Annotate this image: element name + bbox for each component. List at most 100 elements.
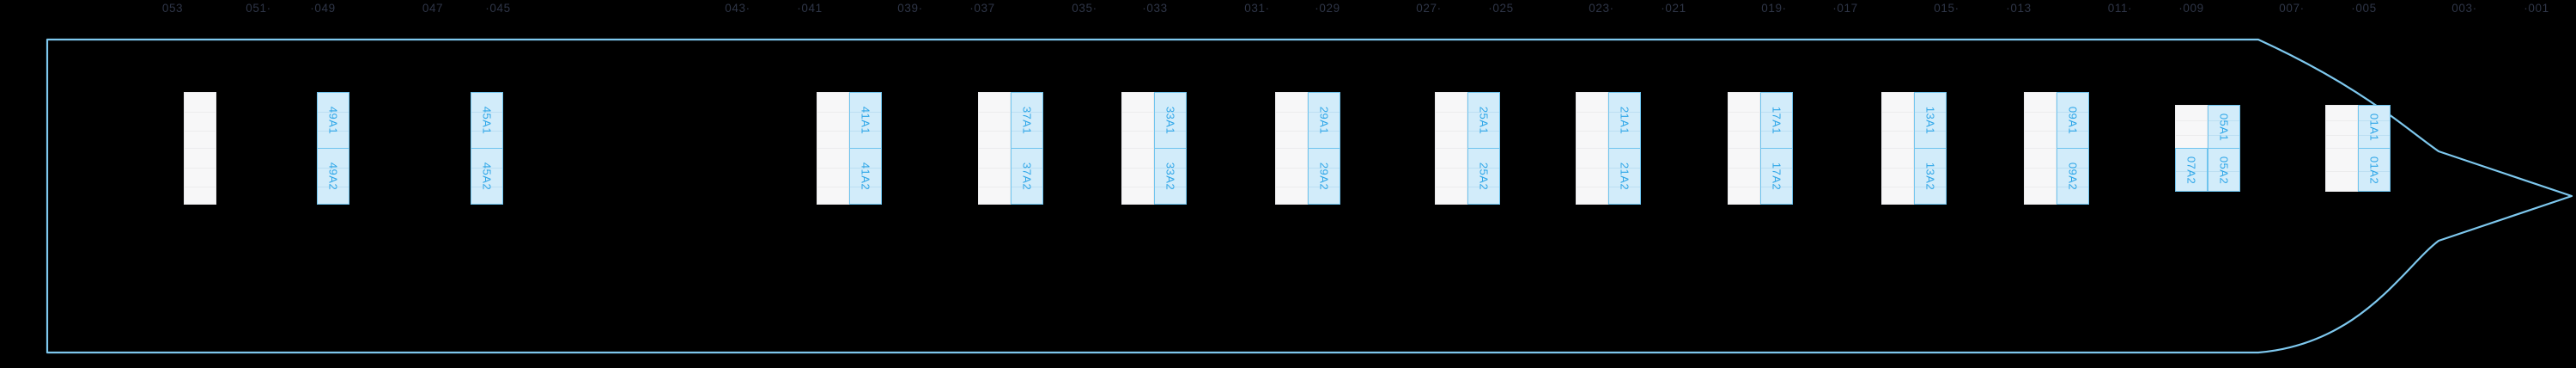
- container-slot-filled[interactable]: 09A1: [2057, 92, 2089, 149]
- container-slot-empty[interactable]: [1435, 92, 1467, 149]
- container-slot-empty[interactable]: [184, 92, 216, 149]
- container-slot-empty[interactable]: [817, 92, 849, 149]
- bay-053[interactable]: [184, 92, 216, 205]
- bay-001[interactable]: 01A1 01A2: [2325, 105, 2391, 192]
- container-slot-filled[interactable]: 37A2: [1011, 148, 1043, 205]
- container-slot-filled[interactable]: 49A2: [317, 148, 349, 205]
- container-slot-empty[interactable]: [1275, 148, 1308, 205]
- tier-divider: [1882, 168, 1913, 169]
- container-slot-empty[interactable]: [1121, 92, 1154, 149]
- stack-25A[interactable]: 25A1 25A2: [1467, 92, 1500, 205]
- container-slot-filled[interactable]: 21A1: [1608, 92, 1641, 149]
- container-slot-filled[interactable]: 25A1: [1467, 92, 1500, 149]
- container-slot-empty[interactable]: [978, 148, 1011, 205]
- container-slot-filled[interactable]: 13A2: [1914, 148, 1947, 205]
- tier-divider: [1468, 168, 1499, 169]
- container-slot-filled[interactable]: 45A1: [471, 92, 503, 149]
- bay-025[interactable]: 25A1 25A2: [1435, 92, 1500, 205]
- container-slot-empty[interactable]: [1121, 148, 1154, 205]
- container-slot-label: 25A2: [1477, 162, 1491, 191]
- container-slot-filled[interactable]: 09A2: [2057, 148, 2089, 205]
- container-slot-empty[interactable]: [1881, 148, 1914, 205]
- container-slot-filled[interactable]: 05A2: [2208, 148, 2240, 192]
- stack-09-empty[interactable]: [2024, 92, 2057, 205]
- container-slot-empty[interactable]: [978, 92, 1011, 149]
- stack-empty[interactable]: [184, 92, 216, 205]
- container-slot-filled[interactable]: 41A2: [849, 148, 882, 205]
- stack-37-empty[interactable]: [978, 92, 1011, 205]
- container-slot-empty[interactable]: [2325, 148, 2358, 192]
- container-slot-empty[interactable]: [1728, 148, 1760, 205]
- container-slot-filled[interactable]: 41A1: [849, 92, 882, 149]
- tier-divider: [1436, 131, 1467, 132]
- container-slot-filled[interactable]: 05A1: [2208, 105, 2240, 149]
- bay-029[interactable]: 29A1 29A2: [1275, 92, 1340, 205]
- container-slot-filled[interactable]: 49A1: [317, 92, 349, 149]
- container-slot-label: 01A2: [2367, 156, 2381, 184]
- container-slot-filled[interactable]: 33A2: [1154, 148, 1187, 205]
- container-slot-empty[interactable]: [1435, 148, 1467, 205]
- stack-01A[interactable]: 01A1 01A2: [2358, 105, 2391, 192]
- container-slot-filled[interactable]: 37A1: [1011, 92, 1043, 149]
- container-slot-empty[interactable]: [2325, 105, 2358, 149]
- container-slot-filled[interactable]: 21A2: [1608, 148, 1641, 205]
- container-slot-empty[interactable]: [1275, 92, 1308, 149]
- container-slot-filled[interactable]: 45A2: [471, 148, 503, 205]
- container-slot-filled[interactable]: 01A1: [2358, 105, 2391, 149]
- container-slot-label: 01A1: [2367, 113, 2381, 141]
- container-slot-empty[interactable]: [1576, 148, 1608, 205]
- container-slot-empty[interactable]: [1576, 92, 1608, 149]
- tier-divider: [1468, 131, 1499, 132]
- container-slot-empty[interactable]: [2024, 148, 2057, 205]
- stack-21-empty[interactable]: [1576, 92, 1608, 205]
- container-slot-empty[interactable]: [2024, 92, 2057, 149]
- stack-29-empty[interactable]: [1275, 92, 1308, 205]
- container-slot-filled[interactable]: 29A2: [1308, 148, 1340, 205]
- stack-33-empty[interactable]: [1121, 92, 1154, 205]
- container-slot-label: 29A1: [1317, 106, 1331, 135]
- container-slot-filled[interactable]: 33A1: [1154, 92, 1187, 149]
- tier-divider: [1915, 168, 1946, 169]
- container-slot-empty[interactable]: [817, 148, 849, 205]
- stack-03-empty[interactable]: [2325, 105, 2358, 192]
- container-slot-filled[interactable]: 07A2: [2175, 148, 2208, 192]
- stack-25-empty[interactable]: [1435, 92, 1467, 205]
- stack-41-empty[interactable]: [817, 92, 849, 205]
- tier-divider: [1577, 168, 1607, 169]
- container-slot-filled[interactable]: 29A1: [1308, 92, 1340, 149]
- container-slot-empty[interactable]: [1881, 92, 1914, 149]
- container-slot-filled[interactable]: 17A1: [1760, 92, 1793, 149]
- container-slot-filled[interactable]: 25A2: [1467, 148, 1500, 205]
- container-slot-filled[interactable]: 17A2: [1760, 148, 1793, 205]
- stack-17-empty[interactable]: [1728, 92, 1760, 205]
- stack-13-empty[interactable]: [1881, 92, 1914, 205]
- container-slot-empty[interactable]: [2175, 105, 2208, 149]
- container-slot-empty[interactable]: [1728, 92, 1760, 149]
- stack-07A[interactable]: 07A2: [2175, 105, 2208, 192]
- stack-29A[interactable]: 29A1 29A2: [1308, 92, 1340, 205]
- tier-divider: [2208, 135, 2239, 136]
- container-slot-empty[interactable]: [184, 148, 216, 205]
- container-slot-filled[interactable]: 01A2: [2358, 148, 2391, 192]
- container-slot-filled[interactable]: 13A1: [1914, 92, 1947, 149]
